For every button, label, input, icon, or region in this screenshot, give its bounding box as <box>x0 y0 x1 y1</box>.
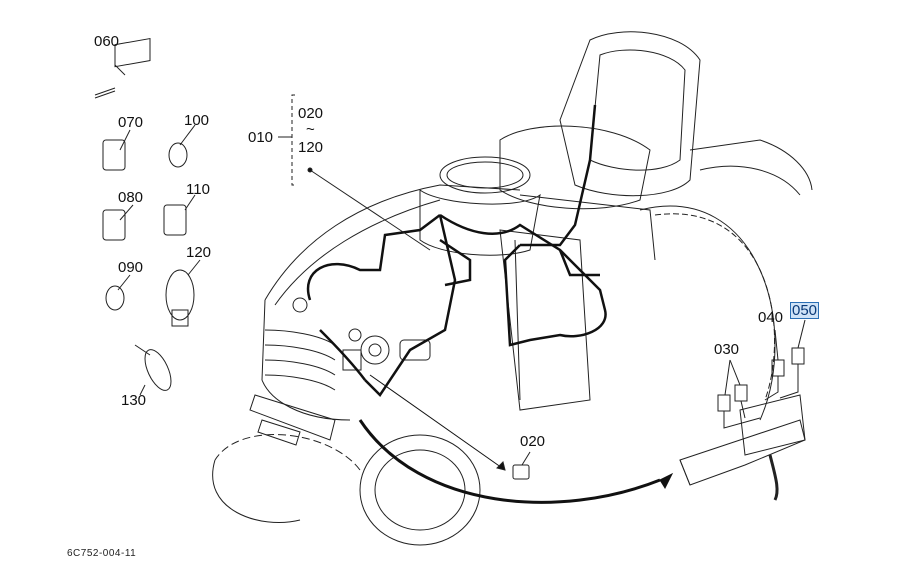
part-120-clip <box>165 259 201 327</box>
part-110-clip <box>163 194 196 236</box>
drawing-code: 6C752-004-11 <box>67 548 137 559</box>
part-130-tie <box>134 344 172 396</box>
part-label-130[interactable]: 130 <box>121 392 147 409</box>
part-label-090[interactable]: 090 <box>118 259 144 276</box>
range-label-end[interactable]: 120 <box>298 139 324 156</box>
part-label-110[interactable]: 110 <box>186 181 210 198</box>
part-label-050-highlighted[interactable]: 050 <box>790 302 820 319</box>
part-label-060[interactable]: 060 <box>94 33 120 50</box>
part-label-020[interactable]: 020 <box>520 433 546 450</box>
wiring-harness <box>306 104 607 397</box>
part-080-clip <box>102 204 134 241</box>
part-label-100[interactable]: 100 <box>184 112 210 129</box>
part-label-030[interactable]: 030 <box>714 341 740 358</box>
part-label-010[interactable]: 010 <box>248 129 274 146</box>
bracket-010 <box>278 94 431 251</box>
part-label-080[interactable]: 080 <box>118 189 144 206</box>
arrow-to-relay <box>369 374 506 471</box>
part-020-relay <box>512 451 531 480</box>
range-label-start[interactable]: 020 <box>298 105 324 122</box>
arrow-head <box>659 472 674 490</box>
range-label-separator: ~ <box>306 121 315 138</box>
tractor-body <box>212 31 813 546</box>
part-label-070[interactable]: 070 <box>118 114 144 131</box>
arrow-to-fuse-box <box>358 419 661 504</box>
fuse-box <box>679 319 806 501</box>
part-090-clip <box>105 274 131 311</box>
part-060-connector <box>94 37 151 99</box>
part-070-clip <box>102 129 131 171</box>
part-100-clip <box>168 124 196 168</box>
part-label-040[interactable]: 040 <box>758 309 784 326</box>
part-label-120[interactable]: 120 <box>186 244 212 261</box>
